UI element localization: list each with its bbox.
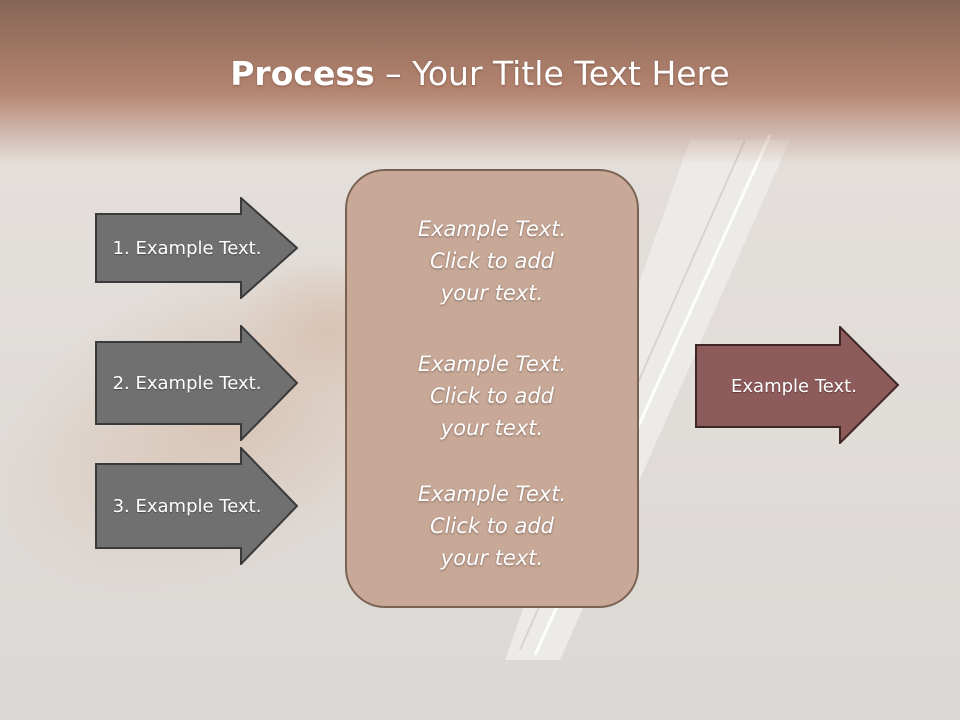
arrow-shape-icon <box>695 326 900 444</box>
center-text-block-3: Example Text. Click to add your text. <box>417 482 567 570</box>
arrow-shape-icon <box>95 447 299 565</box>
title-rest: – Your Title Text Here <box>374 54 730 93</box>
center-text-block-2: Example Text. Click to add your text. <box>417 352 567 440</box>
left-arrow-3: 3. Example Text. <box>95 447 299 565</box>
left-arrow-label: 3. Example Text. <box>112 495 262 517</box>
arrow-shape-icon <box>95 197 299 299</box>
right-arrow-label: Example Text. <box>731 375 857 397</box>
left-arrow-1: 1. Example Text. <box>95 197 299 299</box>
center-box <box>345 169 639 608</box>
right-arrow: Example Text. <box>695 326 900 444</box>
title-bold: Process <box>230 54 375 93</box>
left-arrow-label: 1. Example Text. <box>112 237 262 259</box>
left-arrow-2: 2. Example Text. <box>95 325 299 441</box>
arrow-shape-icon <box>95 325 299 441</box>
left-arrow-label: 2. Example Text. <box>112 372 262 394</box>
slide-title: Process – Your Title Text Here <box>0 52 960 96</box>
center-text-block-1: Example Text. Click to add your text. <box>417 217 567 305</box>
